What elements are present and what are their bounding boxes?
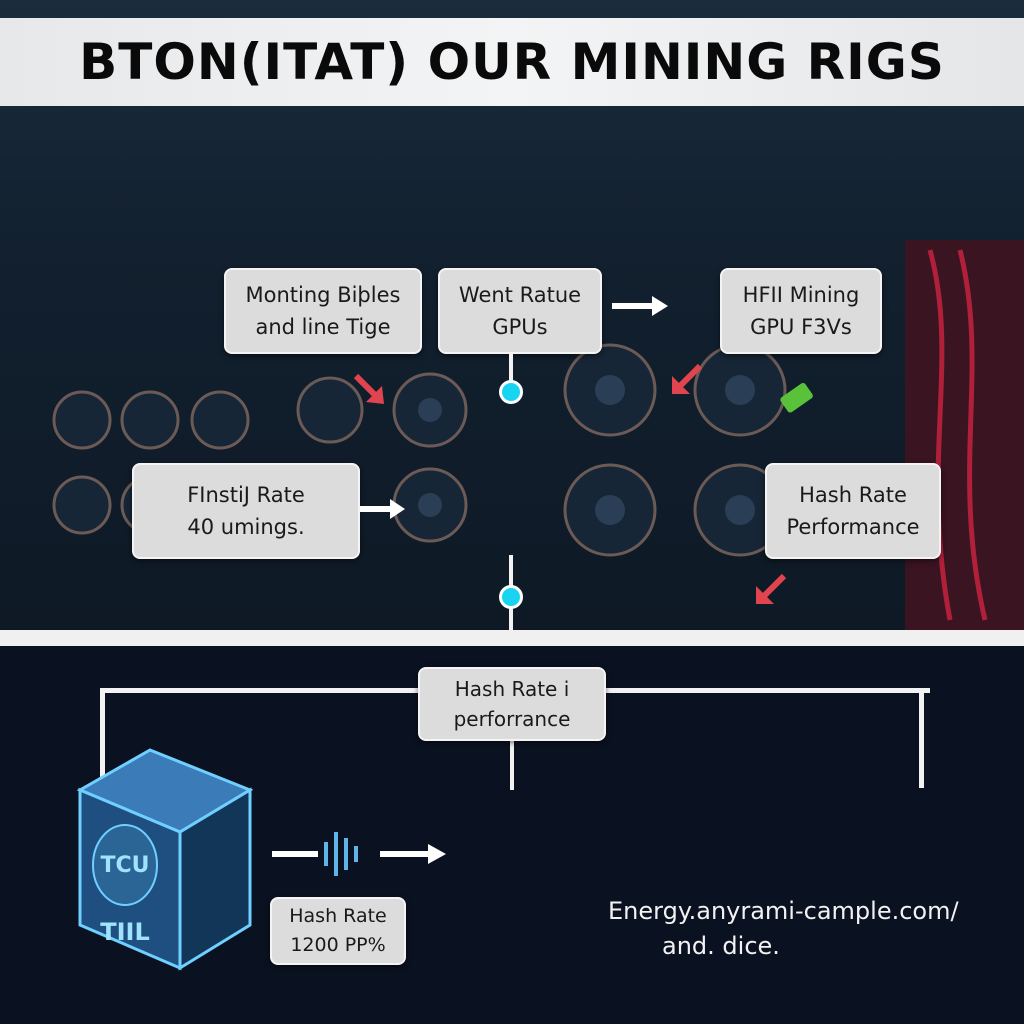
label-box-4: FInstiJ Rate 40 umings. xyxy=(132,463,360,559)
label-line: FInstiJ Rate xyxy=(187,483,305,507)
bracket-line xyxy=(100,688,105,798)
label-line: Went Ratue xyxy=(458,283,582,307)
label-box-6: Hash Rate i perforrance xyxy=(418,667,606,741)
device-logo: TCU xyxy=(100,853,149,878)
footer-text: and. dice. xyxy=(662,932,780,960)
label-line: HFII Mining xyxy=(742,283,860,307)
label-line: Hash Rate xyxy=(799,483,907,507)
red-arrow-icon xyxy=(756,573,787,604)
label-line: 1200 PP% xyxy=(290,934,386,956)
label-line: perforrance xyxy=(453,707,571,731)
label-line: Hash Rate i xyxy=(454,677,570,701)
label-line: 40 umings. xyxy=(187,515,305,539)
connector-dot xyxy=(499,585,523,609)
mining-device-icon: TCU TIIL xyxy=(76,748,254,971)
label-line: Hash Rate xyxy=(289,905,387,927)
red-arrow-icon xyxy=(672,363,703,394)
red-arrow-icon xyxy=(353,373,384,404)
footer-url: Energy.anyrami-cample.com/ xyxy=(608,897,959,925)
divider-band xyxy=(0,630,1024,646)
label-line: GPUs xyxy=(492,315,548,339)
title-banner: BTON(ITAT) OUR MINING RIGS xyxy=(0,18,1024,106)
connector-dot xyxy=(499,380,523,404)
arrow-right-icon xyxy=(360,499,405,519)
connector-line xyxy=(509,354,513,384)
bracket-line xyxy=(510,740,514,790)
label-line: GPU F3Vs xyxy=(750,315,852,339)
label-box-7: Hash Rate 1200 PP% xyxy=(270,897,406,965)
label-line: Performance xyxy=(786,515,920,539)
page-title: BTON(ITAT) OUR MINING RIGS xyxy=(79,33,945,91)
battery-icon xyxy=(780,382,813,413)
signal-arrow-icon xyxy=(272,832,446,876)
device-label: TIIL xyxy=(100,918,150,946)
fan-array-background xyxy=(52,240,1024,630)
label-box-1: Monting Biþles and line Tige xyxy=(224,268,422,354)
bracket-line xyxy=(919,688,924,788)
label-line: and line Tige xyxy=(255,315,391,339)
label-line: Monting Biþles xyxy=(245,283,401,307)
arrow-right-icon xyxy=(612,296,668,316)
